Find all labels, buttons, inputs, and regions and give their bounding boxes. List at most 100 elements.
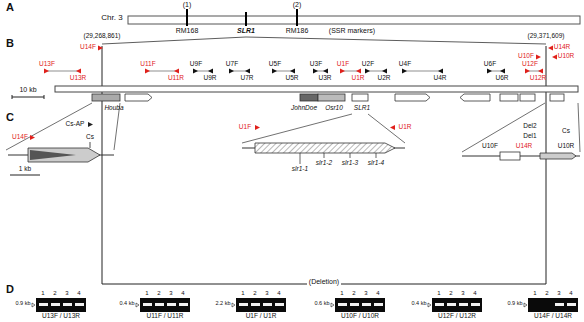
scale-bar bbox=[10, 175, 40, 176]
transposon-symbol bbox=[28, 148, 100, 162]
lane-number: 2 bbox=[157, 290, 160, 296]
size-arrow bbox=[524, 303, 527, 307]
gene-box bbox=[318, 94, 345, 101]
transposon-symbol bbox=[30, 150, 76, 160]
primer-arrow bbox=[313, 69, 318, 74]
primer-label: U1F bbox=[337, 61, 349, 68]
primer-arrow bbox=[98, 46, 103, 51]
size-marker: 0.6 kb bbox=[315, 301, 330, 307]
zoom-line bbox=[462, 103, 545, 152]
amplicon-line bbox=[405, 71, 440, 72]
lane-number: 4 bbox=[376, 290, 379, 296]
gel-image bbox=[432, 298, 482, 312]
primer-label: U5R bbox=[285, 75, 298, 82]
gel-image bbox=[36, 298, 86, 312]
zoom-line bbox=[246, 37, 546, 44]
lane-number: 1 bbox=[145, 290, 148, 296]
primer-label: U11R bbox=[168, 75, 184, 82]
primer-label: U2F bbox=[362, 61, 374, 68]
deletion-label: (Deletion) bbox=[307, 278, 341, 285]
gel-band bbox=[362, 303, 371, 306]
gel-band bbox=[567, 303, 576, 306]
size-arrow bbox=[232, 303, 235, 307]
primer-label: U7F bbox=[226, 61, 238, 68]
primer-arrow bbox=[356, 69, 361, 74]
gene-box bbox=[352, 94, 368, 101]
marker-name: RM168 bbox=[176, 27, 199, 34]
primer-label: U5F bbox=[269, 61, 281, 68]
primer-label: U4F bbox=[399, 61, 411, 68]
primer-arrow bbox=[255, 125, 260, 130]
lane-number: 4 bbox=[181, 290, 184, 296]
primer-label: U12F bbox=[522, 61, 538, 68]
primer-label: U9F bbox=[190, 61, 202, 68]
primer-label: U6R bbox=[495, 75, 508, 82]
primer-arrow bbox=[145, 69, 150, 74]
gel-band bbox=[275, 303, 284, 306]
primer-arrow bbox=[208, 69, 213, 74]
deletion-label: Del2 bbox=[523, 123, 536, 130]
lane-number: 4 bbox=[473, 290, 476, 296]
primer-label: U2R bbox=[377, 75, 390, 82]
primer-pair-label: U1F / U1R bbox=[246, 313, 277, 320]
primer-label: U13R bbox=[70, 75, 87, 82]
zoom-line bbox=[102, 37, 246, 44]
panel-letter: B bbox=[6, 38, 14, 49]
leader-line bbox=[300, 153, 301, 164]
gene-box bbox=[395, 94, 430, 101]
primer-label: U3R bbox=[318, 75, 331, 82]
gel-band bbox=[251, 303, 260, 306]
gel-band bbox=[435, 303, 444, 306]
primer-label: U11F bbox=[140, 61, 155, 68]
allele-label: slr1-3 bbox=[342, 160, 358, 167]
primer-pair-label: U14F / U14R bbox=[534, 313, 572, 320]
primer-label: U13F bbox=[39, 61, 55, 68]
gel-image bbox=[236, 298, 286, 312]
gene-box bbox=[460, 94, 490, 101]
lane-number: 2 bbox=[53, 290, 56, 296]
amplicon-line bbox=[343, 71, 358, 72]
primer-arrow bbox=[88, 122, 93, 127]
scale-label: 10 kb bbox=[19, 86, 36, 93]
size-arrow bbox=[428, 303, 431, 307]
lane-number: 3 bbox=[265, 290, 268, 296]
amplicon-line bbox=[232, 71, 247, 72]
size-marker: 0.9 kb bbox=[508, 301, 523, 307]
gel-band bbox=[39, 303, 48, 306]
primer-label: U9R bbox=[203, 75, 216, 82]
gel-band bbox=[459, 303, 468, 306]
leader-line bbox=[350, 153, 351, 158]
scale-bar bbox=[44, 95, 45, 99]
gene-box bbox=[300, 94, 318, 101]
primer-arrow bbox=[538, 69, 543, 74]
lane-number: 3 bbox=[557, 290, 560, 296]
gene-box bbox=[125, 94, 152, 101]
size-marker: 2.2 kb bbox=[216, 301, 231, 307]
gene-name: SLR1 bbox=[237, 27, 255, 34]
lane-number: 3 bbox=[461, 290, 464, 296]
primer-arrow bbox=[365, 69, 370, 74]
zoom-line bbox=[242, 114, 352, 143]
panel-letter: C bbox=[6, 112, 14, 123]
marker-name: RM186 bbox=[286, 27, 309, 34]
gel-band bbox=[338, 303, 347, 306]
scale-label: 1 kb bbox=[19, 166, 31, 173]
marker-tick bbox=[186, 9, 188, 26]
lane-number: 1 bbox=[241, 290, 244, 296]
lane-number: 3 bbox=[364, 290, 367, 296]
gel-band bbox=[350, 303, 359, 306]
gel-band bbox=[447, 303, 456, 306]
gene-box bbox=[550, 94, 564, 101]
primer-arrow bbox=[525, 69, 530, 74]
gel-band bbox=[143, 303, 152, 306]
gel-band bbox=[555, 303, 564, 306]
gel-band bbox=[63, 303, 72, 306]
primer-arrow bbox=[76, 69, 81, 74]
primer-arrow bbox=[323, 69, 328, 74]
gene-tick bbox=[245, 12, 247, 26]
gene-structure bbox=[255, 143, 395, 153]
primer-arrow bbox=[382, 69, 387, 74]
primer-arrow bbox=[44, 69, 49, 74]
panel-letter: D bbox=[6, 284, 14, 295]
chromosome-label: Chr. 3 bbox=[101, 14, 122, 22]
